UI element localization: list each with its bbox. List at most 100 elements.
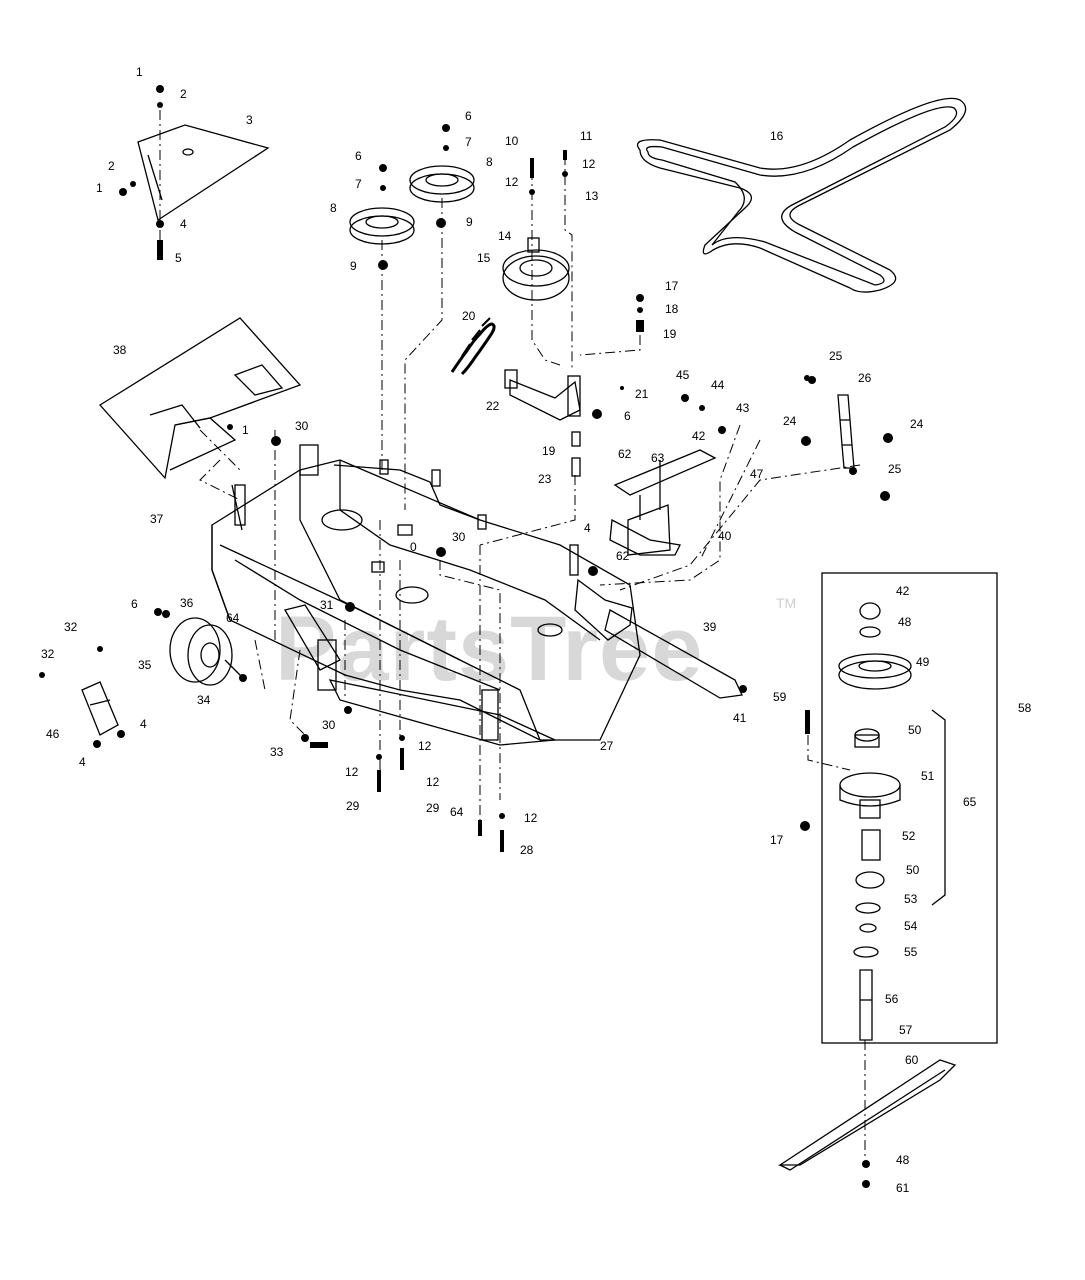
callout-12: 12	[345, 765, 359, 779]
callout-31: 31	[320, 598, 334, 612]
callout-64: 64	[226, 611, 240, 625]
gauge-wheel	[169, 617, 221, 683]
callout-50: 50	[906, 863, 920, 877]
spindle-housing	[839, 772, 901, 798]
callout-35: 35	[138, 658, 152, 672]
callout-6: 6	[465, 109, 472, 123]
callout-13: 13	[585, 189, 599, 203]
callout-40: 40	[718, 529, 732, 543]
callout-59: 59	[773, 690, 787, 704]
callout-19: 19	[663, 327, 677, 341]
callout-56: 56	[885, 992, 899, 1006]
callout-12: 12	[582, 157, 596, 171]
callout-8: 8	[330, 201, 337, 215]
spring	[450, 322, 496, 376]
callout-61: 61	[896, 1181, 910, 1195]
callout-63: 63	[651, 451, 665, 465]
callout-17: 17	[665, 279, 679, 293]
callout-0: 0	[410, 540, 417, 554]
callout-27: 27	[600, 739, 614, 753]
callout-1: 1	[136, 65, 143, 79]
callout-54: 54	[904, 919, 918, 933]
callout-4: 4	[140, 717, 147, 731]
callout-32: 32	[41, 647, 55, 661]
callout-62: 62	[616, 549, 630, 563]
chain	[837, 394, 855, 469]
lift-linkage	[613, 449, 717, 496]
callout-1: 1	[242, 423, 249, 437]
callout-10: 10	[505, 134, 519, 148]
front-axle	[604, 609, 743, 699]
callout-2: 2	[180, 87, 187, 101]
idler-pulley	[502, 255, 570, 301]
callout-6: 6	[355, 149, 362, 163]
callout-7: 7	[355, 177, 362, 191]
callout-60: 60	[905, 1053, 919, 1067]
idler-arm	[509, 379, 581, 421]
callout-20: 20	[462, 309, 476, 323]
callout-22: 22	[486, 399, 500, 413]
callout-30: 30	[322, 718, 336, 732]
callout-14: 14	[498, 229, 512, 243]
callout-6: 6	[624, 409, 631, 423]
pulley-right	[409, 173, 475, 203]
callout-52: 52	[902, 829, 916, 843]
callout-25: 25	[829, 349, 843, 363]
callout-58: 58	[1018, 701, 1032, 715]
callout-12: 12	[426, 775, 440, 789]
callout-48: 48	[898, 615, 912, 629]
callout-29: 29	[426, 801, 440, 815]
callout-7: 7	[465, 135, 472, 149]
mower-blade	[777, 1059, 957, 1166]
callout-64: 64	[450, 805, 464, 819]
hardware-dots	[39, 85, 893, 1188]
callout-57: 57	[899, 1023, 913, 1037]
callout-15: 15	[477, 251, 491, 265]
callout-36: 36	[180, 596, 194, 610]
callout-6: 6	[131, 597, 138, 611]
callout-23: 23	[538, 472, 552, 486]
drive-belt	[636, 97, 967, 293]
callout-39: 39	[703, 620, 717, 634]
callout-21: 21	[635, 387, 649, 401]
callout-18: 18	[665, 302, 679, 316]
discharge-chute	[99, 317, 302, 480]
callout-43: 43	[736, 401, 750, 415]
belt-guard	[137, 124, 270, 222]
callout-32: 32	[64, 620, 78, 634]
callout-38: 38	[113, 343, 127, 357]
callout-47: 47	[750, 467, 764, 481]
callout-24: 24	[910, 417, 924, 431]
callout-53: 53	[904, 892, 918, 906]
callout-3: 3	[246, 113, 253, 127]
watermark-tm: TM	[776, 595, 796, 611]
callout-50: 50	[908, 723, 922, 737]
pulley-left	[349, 215, 415, 245]
callout-2: 2	[108, 159, 115, 173]
callout-24: 24	[783, 414, 797, 428]
callout-30: 30	[295, 419, 309, 433]
callout-44: 44	[711, 378, 725, 392]
callout-34: 34	[197, 693, 211, 707]
callout-41: 41	[733, 711, 747, 725]
callout-1: 1	[96, 181, 103, 195]
callout-16: 16	[770, 129, 784, 143]
callout-9: 9	[350, 259, 357, 273]
callout-37: 37	[150, 512, 164, 526]
callout-55: 55	[904, 945, 918, 959]
callout-51: 51	[921, 769, 935, 783]
callout-11: 11	[580, 129, 593, 143]
callout-42: 42	[896, 584, 910, 598]
callout-45: 45	[676, 368, 690, 382]
callout-62: 62	[618, 447, 632, 461]
callout-8: 8	[486, 155, 493, 169]
callout-49: 49	[916, 655, 930, 669]
callout-42: 42	[692, 429, 706, 443]
callout-25: 25	[888, 462, 902, 476]
callout-46: 46	[46, 727, 60, 741]
callout-19: 19	[542, 444, 556, 458]
callout-9: 9	[466, 215, 473, 229]
